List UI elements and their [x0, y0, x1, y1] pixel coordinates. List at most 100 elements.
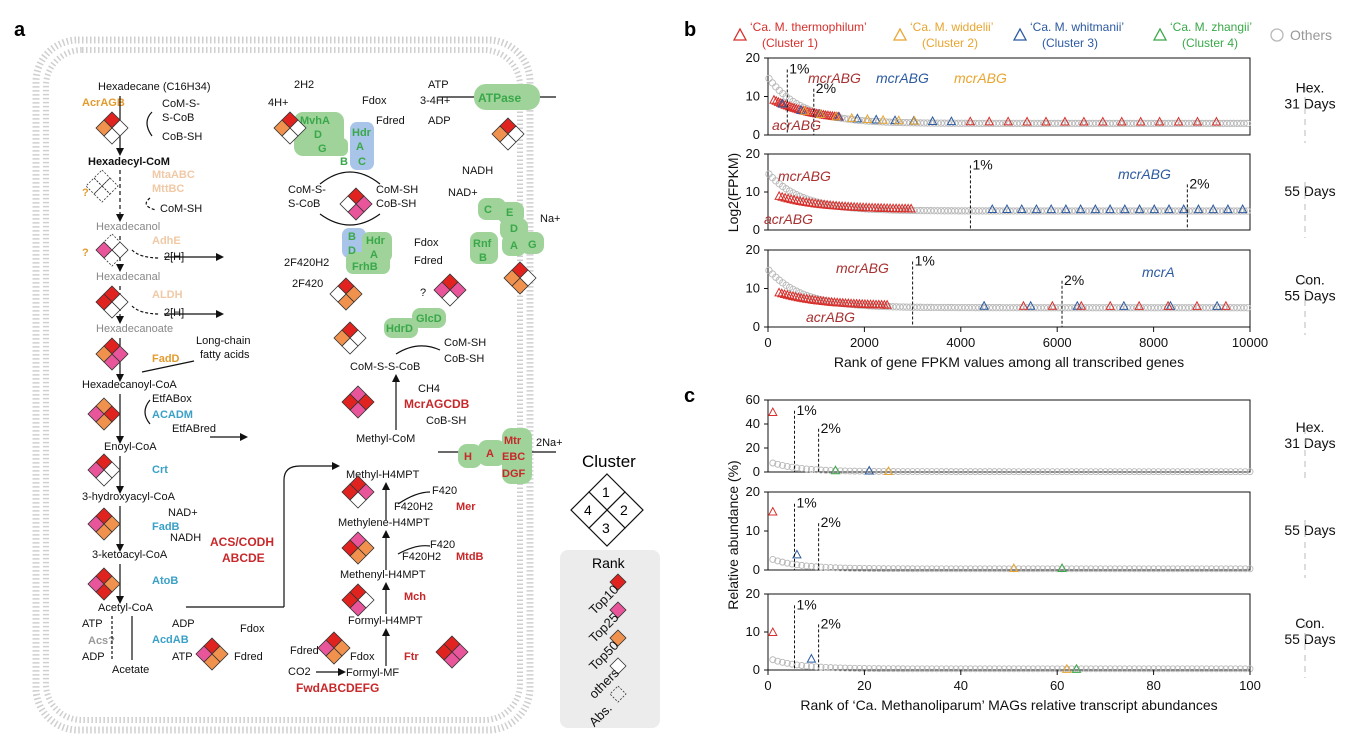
cluster-point — [1018, 300, 1029, 310]
others-point — [892, 303, 900, 311]
cluster-point — [1047, 300, 1058, 310]
x-tick-label: 10000 — [1232, 335, 1268, 350]
rank-diamond — [95, 111, 129, 145]
x-tick-label: 80 — [1146, 678, 1160, 693]
others-point — [1217, 565, 1225, 573]
f420-label: 2F420 — [292, 278, 323, 290]
cluster-key-2: 2 — [620, 502, 628, 518]
hdr-c-subunit: C — [358, 156, 366, 168]
others-point — [1207, 565, 1215, 573]
others-point — [923, 468, 931, 476]
others-point — [904, 565, 912, 573]
others-point — [769, 459, 777, 467]
cob-sh-label-m3: CoB-SH — [426, 415, 466, 427]
others-point — [885, 565, 892, 573]
mtr-h-subunit: H — [464, 451, 472, 463]
others-point — [971, 119, 980, 128]
gene-annotation: mcrABG — [954, 70, 1007, 86]
others-point — [846, 564, 854, 572]
cluster-point — [987, 203, 998, 214]
mch-enzyme: Mch — [404, 591, 426, 603]
f420-label-b: F420 — [430, 539, 455, 551]
others-point — [1109, 207, 1117, 215]
others-point — [1133, 119, 1141, 128]
cluster-point — [769, 94, 779, 104]
others-point — [1033, 119, 1042, 128]
others-point — [951, 207, 959, 215]
others-point — [909, 206, 918, 215]
others-point — [1140, 665, 1148, 673]
others-point — [961, 303, 969, 312]
others-point — [913, 119, 921, 127]
cluster-point — [1116, 116, 1127, 126]
hexadecanal-label: Hexadecanal — [96, 271, 160, 283]
others-point — [1044, 207, 1052, 215]
legend-sublabel: (Cluster 3) — [1042, 36, 1098, 50]
cluster-point — [782, 289, 793, 299]
others-point — [1174, 665, 1182, 673]
others-point — [1178, 304, 1186, 312]
fdred-label-2: Fdred — [414, 255, 443, 267]
rank-diamond-cell — [87, 405, 105, 423]
cluster-point — [893, 115, 904, 125]
others-point — [1159, 565, 1167, 573]
percentile-label: 2% — [1189, 175, 1209, 191]
others-point — [1020, 565, 1027, 573]
others-point — [951, 303, 959, 312]
cluster-point — [793, 104, 804, 114]
others-point — [992, 304, 1000, 312]
com-sh-label-m2: CoM-SH — [444, 337, 486, 349]
frhb-enzyme: FrhB — [352, 261, 378, 273]
rank-diamond — [87, 397, 121, 431]
hdr-a-subunit: A — [356, 141, 364, 153]
others-point — [1232, 665, 1239, 673]
fdox-label-4: Fdox — [350, 651, 375, 663]
cluster-point — [798, 196, 808, 206]
y-tick-label: 10 — [746, 281, 760, 296]
others-point — [779, 558, 786, 566]
others-point — [1088, 119, 1097, 128]
others-point — [916, 303, 925, 311]
others-point — [765, 74, 773, 83]
cluster-point — [1149, 204, 1160, 214]
others-point — [944, 119, 952, 127]
others-point — [1087, 565, 1095, 573]
others-point — [937, 207, 945, 215]
cluster-point — [789, 102, 800, 112]
cluster-point — [883, 465, 894, 476]
others-point — [989, 304, 997, 312]
others-point — [903, 119, 911, 127]
others-point — [1171, 304, 1179, 312]
others-point — [1020, 119, 1028, 128]
question-mark-1: ? — [82, 187, 89, 199]
others-point — [1199, 119, 1207, 128]
others-point — [1034, 665, 1042, 673]
others-point — [966, 468, 974, 476]
subpanel-frame — [767, 491, 1251, 571]
others-point — [913, 303, 921, 311]
others-point — [1154, 665, 1162, 673]
others-point — [1082, 665, 1090, 673]
legend-marker — [1152, 27, 1168, 41]
others-point — [851, 664, 859, 672]
hexadecanol-label: Hexadecanol — [96, 221, 160, 233]
condition-label: Hex. — [1296, 419, 1325, 435]
others-point — [927, 303, 935, 312]
others-point — [1000, 565, 1008, 573]
rnf-c-subunit: C — [484, 204, 492, 216]
cluster-point — [783, 193, 793, 203]
others-point — [899, 665, 907, 673]
others-point — [765, 170, 773, 178]
others-point — [1202, 119, 1210, 128]
others-point — [836, 664, 844, 672]
acdab-enzyme: AcdAB — [152, 634, 189, 646]
others-point — [788, 560, 796, 568]
cluster-point — [787, 102, 797, 112]
others-point — [1144, 304, 1152, 312]
others-point — [975, 119, 983, 128]
rank-diamond-cell — [93, 185, 111, 203]
others-point — [889, 303, 897, 311]
